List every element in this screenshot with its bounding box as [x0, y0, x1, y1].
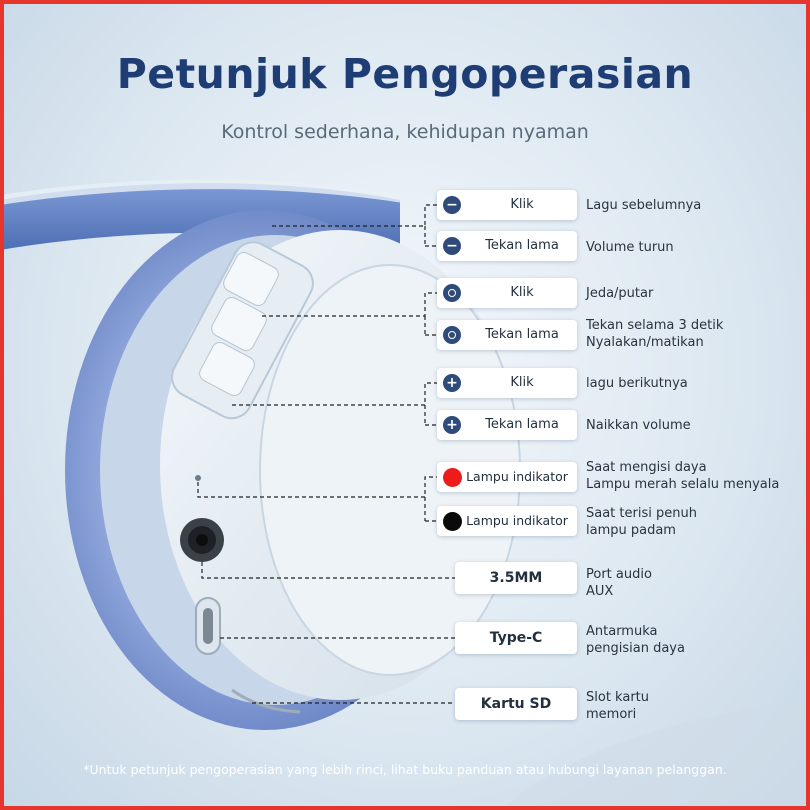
sd-slot — [231, 688, 301, 714]
callout-desc-line: memori — [586, 707, 637, 722]
callout-label: Klik — [510, 375, 534, 390]
callout-desc: Antarmuka pengisian daya — [586, 623, 685, 657]
red-indicator-icon — [443, 468, 462, 487]
callout-desc-line: Saat mengisi daya — [586, 460, 707, 475]
callout-label: Klik — [510, 285, 534, 300]
callout-lines — [197, 204, 455, 704]
callout-desc: Volume turun — [586, 240, 674, 255]
callout-label: Lampu indikator — [466, 469, 568, 484]
callout-desc-line: pengisian daya — [586, 641, 685, 656]
callout-next: + Klik — [437, 368, 577, 398]
callout-desc-line: AUX — [586, 584, 614, 599]
callout-label: Kartu SD — [480, 696, 552, 712]
minus-icon: − — [443, 237, 461, 255]
callout-desc: Lagu sebelumnya — [586, 198, 702, 213]
callout-label: Tekan lama — [485, 327, 559, 342]
callout-aux: 3.5MM — [455, 562, 577, 594]
play-pause-icon — [443, 284, 461, 302]
callout-power: Tekan lama — [437, 320, 577, 350]
callout-label: Lampu indikator — [466, 513, 568, 528]
callout-prev: − Klik — [437, 190, 577, 220]
callout-label: 3.5MM — [489, 570, 543, 586]
plus-icon: + — [443, 374, 461, 392]
callout-desc: Saat terisi penuh lampu padam — [586, 505, 697, 539]
callout-charging: Lampu indikator — [437, 462, 577, 492]
callout-desc: Jeda/putar — [586, 286, 654, 301]
callout-desc-line: Antarmuka — [586, 624, 658, 639]
page-title: Petunjuk Pengoperasian — [116, 50, 694, 98]
callout-vol-up: + Tekan lama — [437, 410, 577, 440]
callout-desc-line: Slot kartu — [586, 690, 649, 705]
callout-desc: Tekan selama 3 detik Nyalakan/matikan — [586, 317, 723, 351]
callout-label: Tekan lama — [485, 417, 559, 432]
callout-desc-line: Tekan selama 3 detik — [586, 318, 724, 333]
callout-desc: lagu berikutnya — [586, 376, 688, 391]
minus-icon: − — [443, 196, 461, 214]
callout-desc: Slot kartu memori — [586, 689, 649, 723]
callout-desc-line: lampu padam — [586, 523, 676, 538]
callout-desc: Naikkan volume — [586, 418, 691, 433]
callout-desc-line: Saat terisi penuh — [586, 506, 697, 521]
callout-vol-down: − Tekan lama — [437, 231, 577, 261]
callout-desc: Port audio AUX — [586, 566, 652, 600]
callout-label: Type-C — [489, 630, 543, 646]
callout-type-c: Type-C — [455, 622, 577, 654]
callout-desc-line: Lampu merah selalu menyala — [586, 477, 780, 492]
callout-charged: Lampu indikator — [437, 506, 577, 536]
minus-button — [223, 251, 279, 307]
callout-label: Tekan lama — [485, 238, 559, 253]
play-button — [211, 296, 267, 352]
footnote: *Untuk petunjuk pengoperasian yang lebih… — [83, 762, 727, 777]
callout-desc-line: Nyalakan/matikan — [586, 335, 704, 350]
plus-button — [199, 341, 255, 397]
callout-desc-line: Port audio — [586, 567, 652, 582]
callout-sd: Kartu SD — [455, 688, 577, 720]
callout-label: Klik — [510, 197, 534, 212]
play-pause-icon — [443, 326, 461, 344]
plus-icon: + — [443, 416, 461, 434]
callout-desc: Saat mengisi daya Lampu merah selalu men… — [586, 459, 779, 493]
page-subtitle: Kontrol sederhana, kehidupan nyaman — [221, 121, 589, 143]
callout-play: Klik — [437, 278, 577, 308]
indicator-led — [195, 475, 201, 481]
black-indicator-icon — [443, 512, 462, 531]
